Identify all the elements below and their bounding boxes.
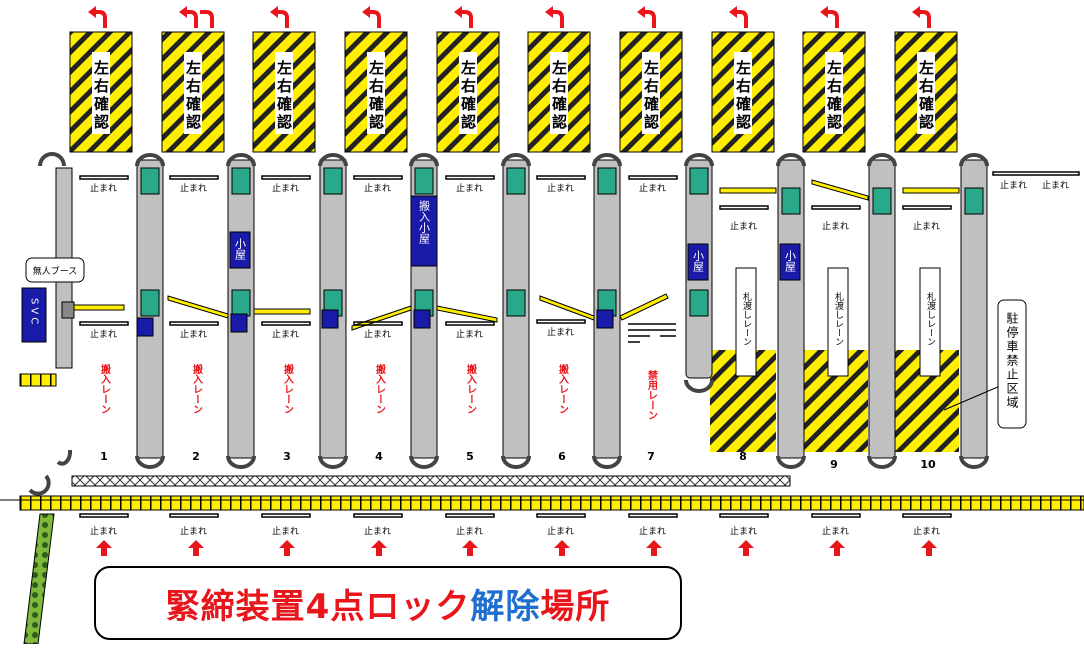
gate-machines <box>140 167 984 317</box>
check-sign-text: 左右確認 <box>92 59 110 132</box>
svc-box <box>21 287 47 343</box>
stop-label: 止まれ <box>730 220 757 232</box>
check-sign-text: 左右確認 <box>917 59 935 132</box>
stop-label: 止まれ <box>272 525 299 537</box>
green-shrub-strip <box>23 513 55 645</box>
caption-part2: 解除 <box>470 586 541 627</box>
caption-box: 緊締装置4点ロック解除場所 <box>94 566 682 640</box>
check-sign-boxes <box>92 52 935 134</box>
stop-label: 止まれ <box>639 525 666 537</box>
island-bumpers <box>28 152 989 496</box>
stop-label: 止まれ <box>456 328 483 340</box>
fudawatashi-lane-label: 札渡しレーン <box>925 291 936 346</box>
stop-label: 止まれ <box>822 220 849 232</box>
koya-label: 小屋 <box>784 250 797 273</box>
hannyu-lane-label: 搬入レーン <box>282 363 294 414</box>
hannyu-lane-label: 搬入レーン <box>374 363 386 414</box>
stop-label: 止まれ <box>90 182 117 194</box>
hut-labels: 小屋 搬入小屋 小屋 小屋 <box>234 199 797 273</box>
stop-label: 止まれ <box>456 525 483 537</box>
check-sign-text: 左右確認 <box>184 59 202 132</box>
fudawatashi-signs <box>735 267 941 377</box>
koya-label: 小屋 <box>234 238 247 261</box>
no-parking-label: 駐停車禁止区域 <box>1005 311 1019 410</box>
stop-label: 止まれ <box>364 182 391 194</box>
turn-arrow-icons <box>93 10 931 28</box>
stop-label: 止まれ <box>913 525 940 537</box>
hannyu-koya-label: 搬入小屋 <box>418 199 431 245</box>
hannyu-lane-label: 搬入レーン <box>465 363 477 414</box>
kinyo-lane-label: 禁用レーン <box>646 369 659 420</box>
fudawatashi-labels: 札渡しレーン 札渡しレーン 札渡しレーン <box>741 291 936 346</box>
check-sign-texts: 左右確認 左右確認 左右確認 左右確認 左右確認 左右確認 左右確認 左右確認 … <box>92 59 935 132</box>
stop-label: 止まれ <box>180 328 207 340</box>
stop-label: 止まれ <box>913 220 940 232</box>
koya-label: 小屋 <box>692 250 705 273</box>
lane-number: 6 <box>558 450 566 463</box>
stop-lines <box>79 171 1080 518</box>
barrier-arms <box>73 179 960 331</box>
hannyu-lane-label: 搬入レーン <box>191 363 203 414</box>
turn-arrowheads <box>88 6 920 18</box>
lane-number: 8 <box>739 450 747 463</box>
lane-number: 4 <box>375 450 383 463</box>
check-sign-text: 左右確認 <box>550 59 568 132</box>
lane-number: 10 <box>920 458 936 471</box>
stop-label: 止まれ <box>639 182 666 194</box>
up-arrow-icons <box>96 540 937 556</box>
caption-part1: 緊締装置4点ロック <box>165 586 471 627</box>
stop-label: 止まれ <box>180 182 207 194</box>
booth-callout: 無人ブース <box>25 257 85 283</box>
caution-zones <box>69 31 958 153</box>
stop-label: 止まれ <box>364 525 391 537</box>
stop-label: 止まれ <box>90 328 117 340</box>
lane-number: 5 <box>466 450 474 463</box>
crosshatch-strip <box>71 475 791 487</box>
stop-label: 止まれ <box>90 525 117 537</box>
no-parking-zones <box>710 350 959 452</box>
stop-label: 止まれ <box>180 525 207 537</box>
check-sign-text: 左右確認 <box>459 59 477 132</box>
stop-label: 止まれ <box>1042 179 1069 191</box>
bottom-rail <box>19 495 1084 511</box>
stop-label: 止まれ <box>1000 179 1027 191</box>
check-sign-text: 左右確認 <box>642 59 660 132</box>
svc-gate-post <box>61 301 75 319</box>
stop-label: 止まれ <box>730 525 757 537</box>
hut-boxes <box>229 195 801 281</box>
left-rail <box>19 373 57 387</box>
stop-label: 止まれ <box>547 182 574 194</box>
hannyu-lane-label: 搬入レーン <box>557 363 569 414</box>
stop-label: 止まれ <box>456 182 483 194</box>
svc-label: SVC <box>29 298 40 327</box>
lane-numbers: 1 2 3 4 5 6 7 8 9 10 <box>100 450 936 471</box>
lane-number: 1 <box>100 450 108 463</box>
fudawatashi-lane-label: 札渡しレーン <box>741 291 752 346</box>
stop-label: 止まれ <box>822 525 849 537</box>
blue-bins <box>136 309 614 337</box>
check-sign-text: 左右確認 <box>734 59 752 132</box>
booth-label: 無人ブース <box>33 265 78 277</box>
fudawatashi-lane-label: 札渡しレーン <box>833 291 844 346</box>
stop-label: 止まれ <box>272 328 299 340</box>
hannyu-lane-label: 搬入レーン <box>99 363 111 414</box>
check-sign-text: 左右確認 <box>825 59 843 132</box>
no-parking-callout: 駐停車禁止区域 <box>943 299 1027 429</box>
stop-label: 止まれ <box>364 328 391 340</box>
lane-number: 7 <box>647 450 655 463</box>
stop-label: 止まれ <box>547 326 574 338</box>
stop-label: 止まれ <box>547 525 574 537</box>
stop-label: 止まれ <box>272 182 299 194</box>
lane-number: 3 <box>283 450 291 463</box>
caption-part3: 場所 <box>540 586 611 627</box>
lane-7-hash-marks <box>628 323 676 343</box>
stop-labels: 止まれ 止まれ 止まれ 止まれ 止まれ 止まれ 止まれ 止まれ 止まれ 止まれ … <box>90 179 1069 537</box>
lane-labels: 搬入レーン 搬入レーン 搬入レーン 搬入レーン 搬入レーン 搬入レーン 禁用レー… <box>99 363 659 420</box>
lane-number: 2 <box>192 450 200 463</box>
lane-number: 9 <box>830 458 838 471</box>
check-sign-text: 左右確認 <box>275 59 293 132</box>
check-sign-text: 左右確認 <box>367 59 385 132</box>
